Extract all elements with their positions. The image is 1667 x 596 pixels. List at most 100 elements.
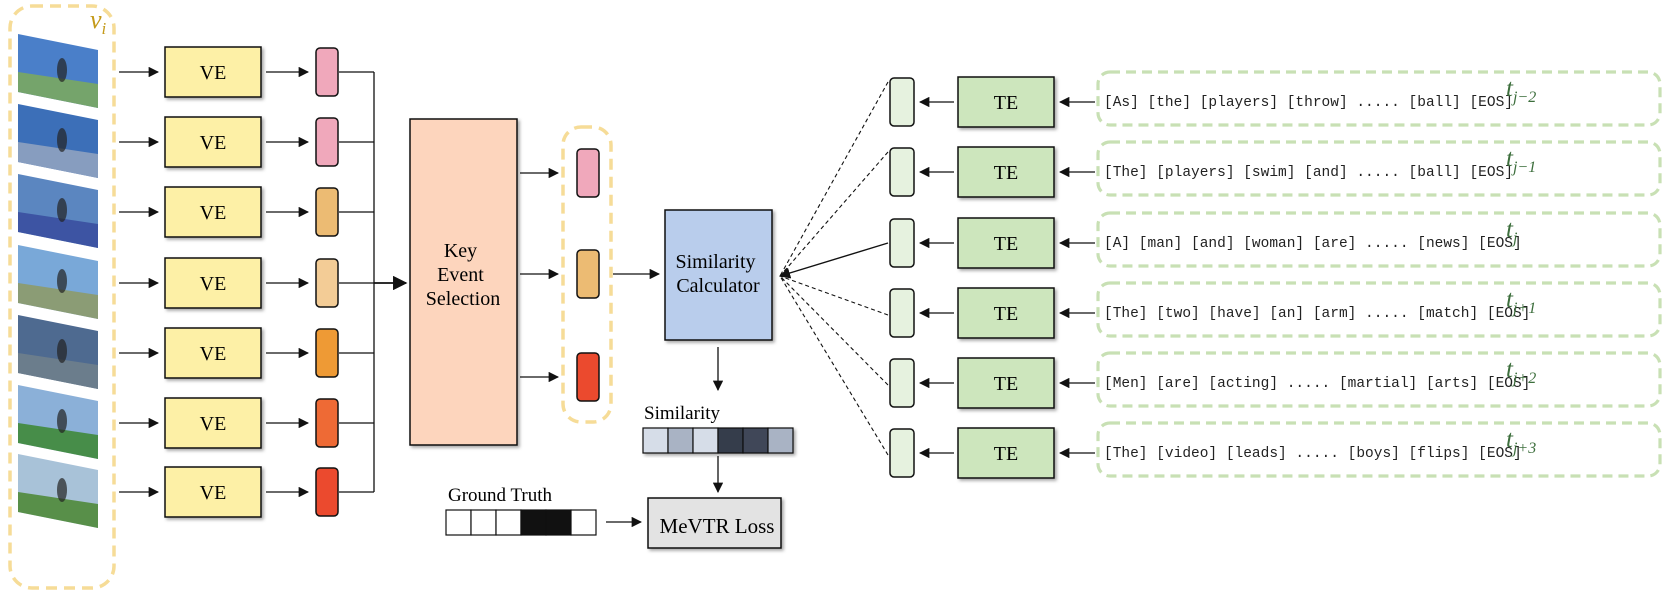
text-label: tj+3 [1506, 426, 1536, 457]
text-box-border [1096, 351, 1662, 408]
ground-truth-cell [520, 509, 547, 536]
frame-feature-bar [315, 467, 339, 517]
frame-feature-bar [315, 117, 339, 167]
text-sentence: [Men] [are] [acting] ..... [martial] [ar… [1104, 376, 1530, 392]
frame-figure [57, 409, 67, 433]
ve-label: VE [200, 132, 227, 154]
video-frame [18, 315, 98, 389]
ve-label: VE [200, 273, 227, 295]
text-feature-bar [889, 428, 915, 478]
key-event-selection-label: Key Event Selection [426, 240, 500, 310]
frame-ground [18, 72, 98, 108]
frame-figure [57, 128, 67, 152]
text-feature-bar [889, 218, 915, 268]
similarity-cell [767, 427, 794, 454]
ve-block [164, 46, 262, 98]
text-sentence: [The] [two] [have] [an] [arm] ..... [mat… [1104, 306, 1530, 322]
negative-match-line [779, 275, 889, 316]
frame-feature-bar [315, 47, 339, 97]
te-block [957, 427, 1055, 479]
text-box-border [1096, 140, 1662, 197]
ground-truth-cell [470, 509, 497, 536]
similarity-cell [667, 427, 694, 454]
similarity-cell [742, 427, 769, 454]
frame-ground [18, 283, 98, 319]
text-label: tj [1506, 216, 1518, 247]
text-feature-bar [889, 147, 915, 197]
ve-block [164, 186, 262, 238]
frame-ground [18, 142, 98, 178]
selected-feature-bar [576, 148, 600, 198]
text-feature-bar [889, 77, 915, 127]
te-block [957, 287, 1055, 339]
text-feature-bar [889, 358, 915, 408]
text-sentence: [The] [players] [swim] [and] ..... [ball… [1104, 165, 1513, 181]
text-row: [The] [two] [have] [an] [arm] ..... [mat… [779, 275, 1662, 339]
selected-events-border [561, 125, 613, 424]
te-block [957, 146, 1055, 198]
video-frame [18, 174, 98, 248]
frame-feature-bar [315, 258, 339, 308]
text-feature-bar [889, 288, 915, 338]
ve-block [164, 327, 262, 379]
text-box-border [1096, 211, 1662, 268]
ve-block [164, 466, 262, 518]
frame-ground [18, 212, 98, 248]
frame-ground [18, 423, 98, 459]
key-event-selection-block [409, 118, 518, 446]
video-group-border [8, 4, 116, 590]
similarity-cell [642, 427, 669, 454]
ve-label: VE [200, 413, 227, 435]
selected-feature-bar [576, 249, 600, 299]
ground-truth-vector [445, 509, 597, 536]
te-label: TE [994, 303, 1018, 325]
video-frame [18, 104, 98, 178]
ve-block [164, 397, 262, 449]
text-sentence: [A] [man] [and] [woman] [are] ..... [new… [1104, 236, 1522, 252]
text-label: tj−1 [1506, 145, 1536, 176]
mevtr-loss-block [647, 497, 782, 549]
ve-label: VE [200, 62, 227, 84]
ve-block [164, 257, 262, 309]
frame-figure [57, 339, 67, 363]
te-label: TE [994, 92, 1018, 114]
te-label: TE [994, 162, 1018, 184]
ve-label: VE [200, 482, 227, 504]
text-label: tj−2 [1506, 75, 1536, 106]
negative-match-line [779, 275, 889, 456]
text-box-border [1096, 421, 1662, 478]
te-label: TE [994, 373, 1018, 395]
te-block [957, 357, 1055, 409]
text-sentence: [As] [the] [players] [throw] ..... [ball… [1104, 95, 1513, 111]
ground-truth-label: Ground Truth [448, 485, 552, 506]
frame-ground [18, 492, 98, 528]
te-label: TE [994, 233, 1018, 255]
ground-truth-cell [570, 509, 597, 536]
video-frame [18, 34, 98, 108]
similarity-calculator-block [664, 209, 773, 341]
text-row: [The] [players] [swim] [and] ..... [ball… [779, 140, 1662, 277]
text-row: [A] [man] [and] [woman] [are] ..... [new… [778, 211, 1662, 279]
negative-match-line [779, 151, 889, 277]
frame-figure [57, 198, 67, 222]
similarity-cell [692, 427, 719, 454]
text-box-border [1096, 281, 1662, 338]
text-row: [The] [video] [leads] ..... [boys] [flip… [779, 275, 1662, 479]
frame-figure [57, 478, 67, 502]
ground-truth-cell [545, 509, 572, 536]
negative-match-line [779, 81, 889, 277]
frame-figure [57, 269, 67, 293]
similarity-label: Similarity [644, 403, 721, 424]
frame-feature-bar [315, 398, 339, 448]
frame-feature-bar [315, 187, 339, 237]
ground-truth-cell [495, 509, 522, 536]
video-frame [18, 245, 98, 319]
frame-features [315, 47, 374, 517]
te-block [957, 217, 1055, 269]
selected-event-features [520, 148, 600, 402]
positive-match-line [778, 242, 889, 279]
ve-label: VE [200, 202, 227, 224]
video-label: vi [90, 5, 107, 38]
text-label: tj+2 [1506, 356, 1536, 387]
